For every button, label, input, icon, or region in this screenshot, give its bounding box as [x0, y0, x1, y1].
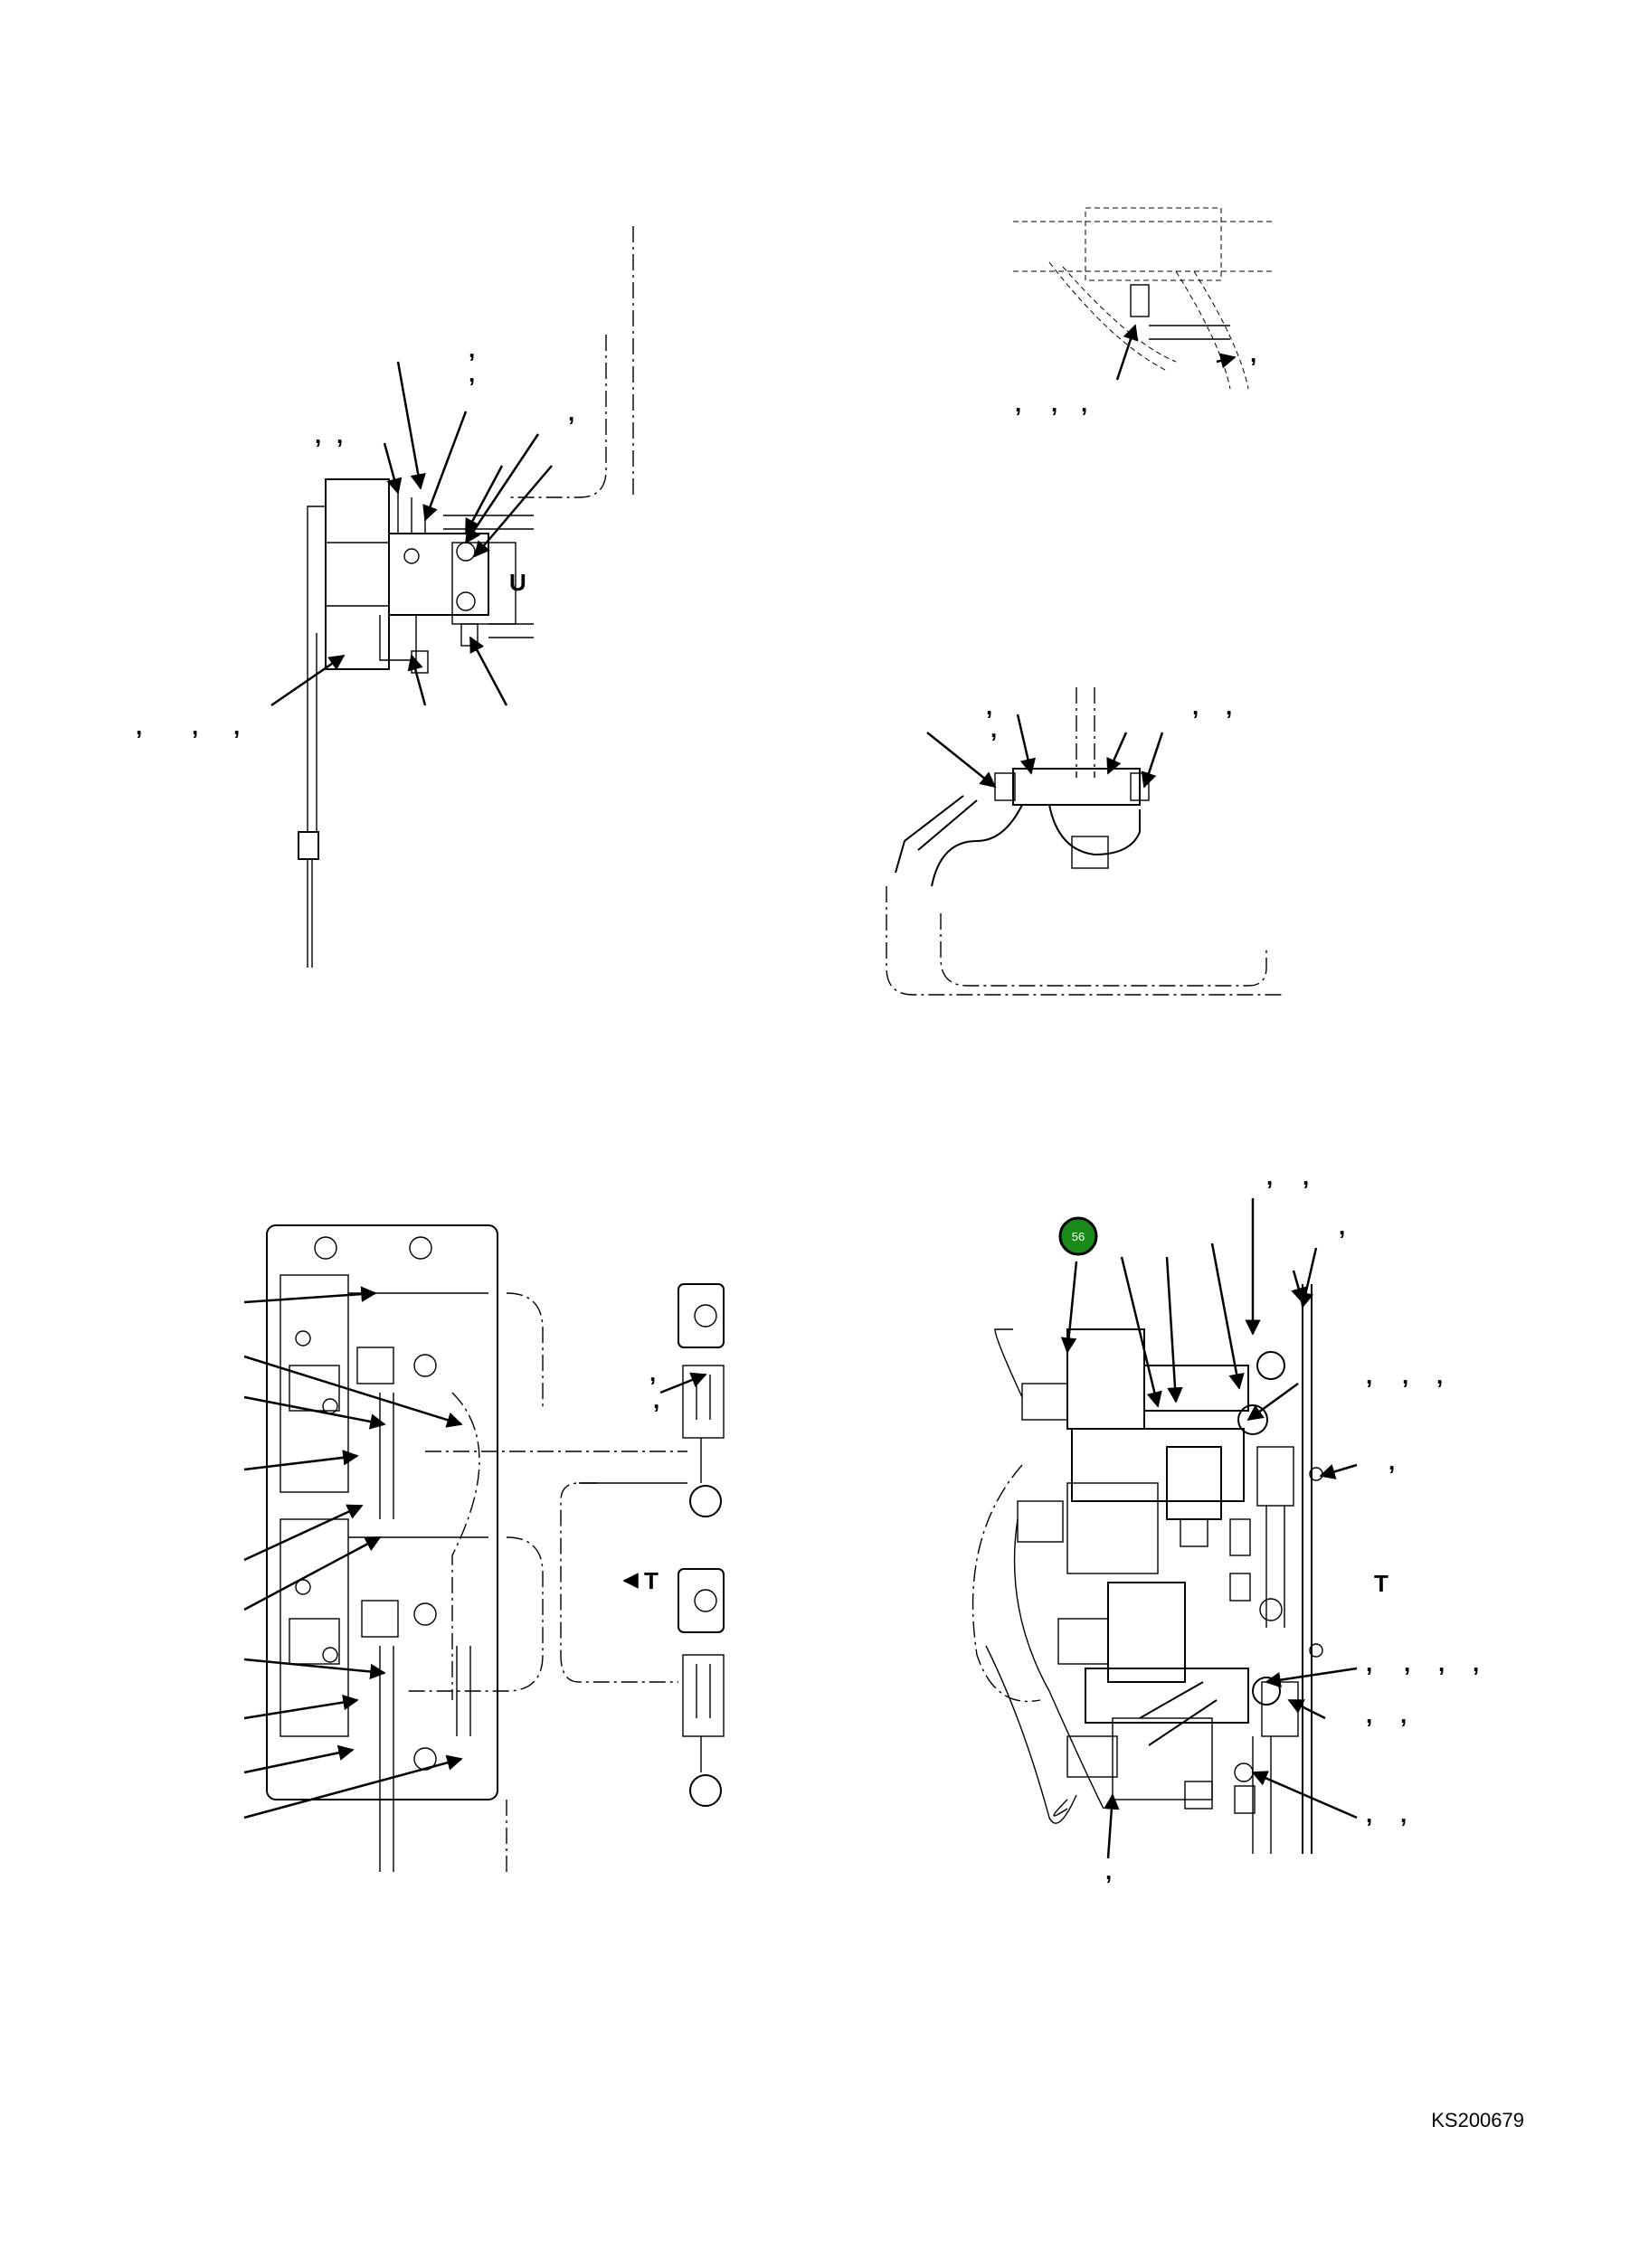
comma-mark: ,	[1438, 1649, 1445, 1677]
comma-mark: ,	[1081, 390, 1087, 417]
comma-mark: ,	[1226, 693, 1232, 720]
comma-mark: ,	[1366, 1800, 1372, 1828]
comma-mark: ,	[649, 1359, 656, 1386]
comma-mark: ,	[469, 360, 475, 387]
comma-mark: ,	[568, 399, 574, 426]
comma-mark: ,	[336, 421, 343, 449]
comma-mark: ,	[1402, 1362, 1408, 1389]
comma-mark: ,	[1436, 1362, 1443, 1389]
view-label-t-right: T	[1374, 1570, 1388, 1597]
comma-mark: ,	[233, 713, 240, 740]
comma-mark: ,	[1473, 1649, 1479, 1677]
comma-mark: ,	[990, 715, 997, 742]
comma-mark: ,	[1400, 1800, 1407, 1828]
comma-mark: ,	[1105, 1857, 1112, 1885]
view-label-t-left: T	[644, 1567, 659, 1594]
view-middle-right-assembly	[886, 687, 1284, 996]
comma-mark: ,	[1366, 1701, 1372, 1728]
comma-mark: ,	[192, 713, 198, 740]
comma-mark: ,	[1400, 1701, 1407, 1728]
comma-mark: ,	[136, 713, 142, 740]
comma-mark: ,	[1339, 1213, 1345, 1240]
callout-number: 56	[1072, 1230, 1085, 1243]
comma-mark: ,	[469, 335, 475, 363]
comma-mark: ,	[1250, 340, 1256, 367]
label-marks: , , , , , , , , , , , , , , , , , , , , …	[136, 335, 1479, 1885]
view-label-u: U	[509, 569, 526, 596]
callout-circle	[1058, 1216, 1098, 1256]
view-u-assembly: U	[270, 226, 634, 968]
callout-56: 56	[1058, 1216, 1098, 1256]
comma-mark: ,	[1303, 1163, 1309, 1190]
comma-mark: ,	[1404, 1649, 1410, 1677]
comma-mark: ,	[653, 1386, 659, 1413]
view-t-right-assembly: T 56	[971, 1198, 1388, 1859]
comma-mark: ,	[1388, 1448, 1395, 1475]
comma-mark: ,	[1051, 390, 1057, 417]
comma-mark: ,	[1366, 1649, 1372, 1677]
comma-mark: ,	[315, 421, 321, 449]
view-top-right-assembly	[1013, 207, 1275, 390]
comma-mark: ,	[1266, 1163, 1273, 1190]
comma-mark: ,	[986, 693, 992, 720]
comma-mark: ,	[1192, 693, 1199, 720]
view-t-left-assembly: T	[243, 1224, 725, 1872]
comma-mark: ,	[1366, 1362, 1372, 1389]
comma-mark: ,	[1015, 390, 1021, 417]
document-number: KS200679	[1431, 2109, 1524, 2131]
